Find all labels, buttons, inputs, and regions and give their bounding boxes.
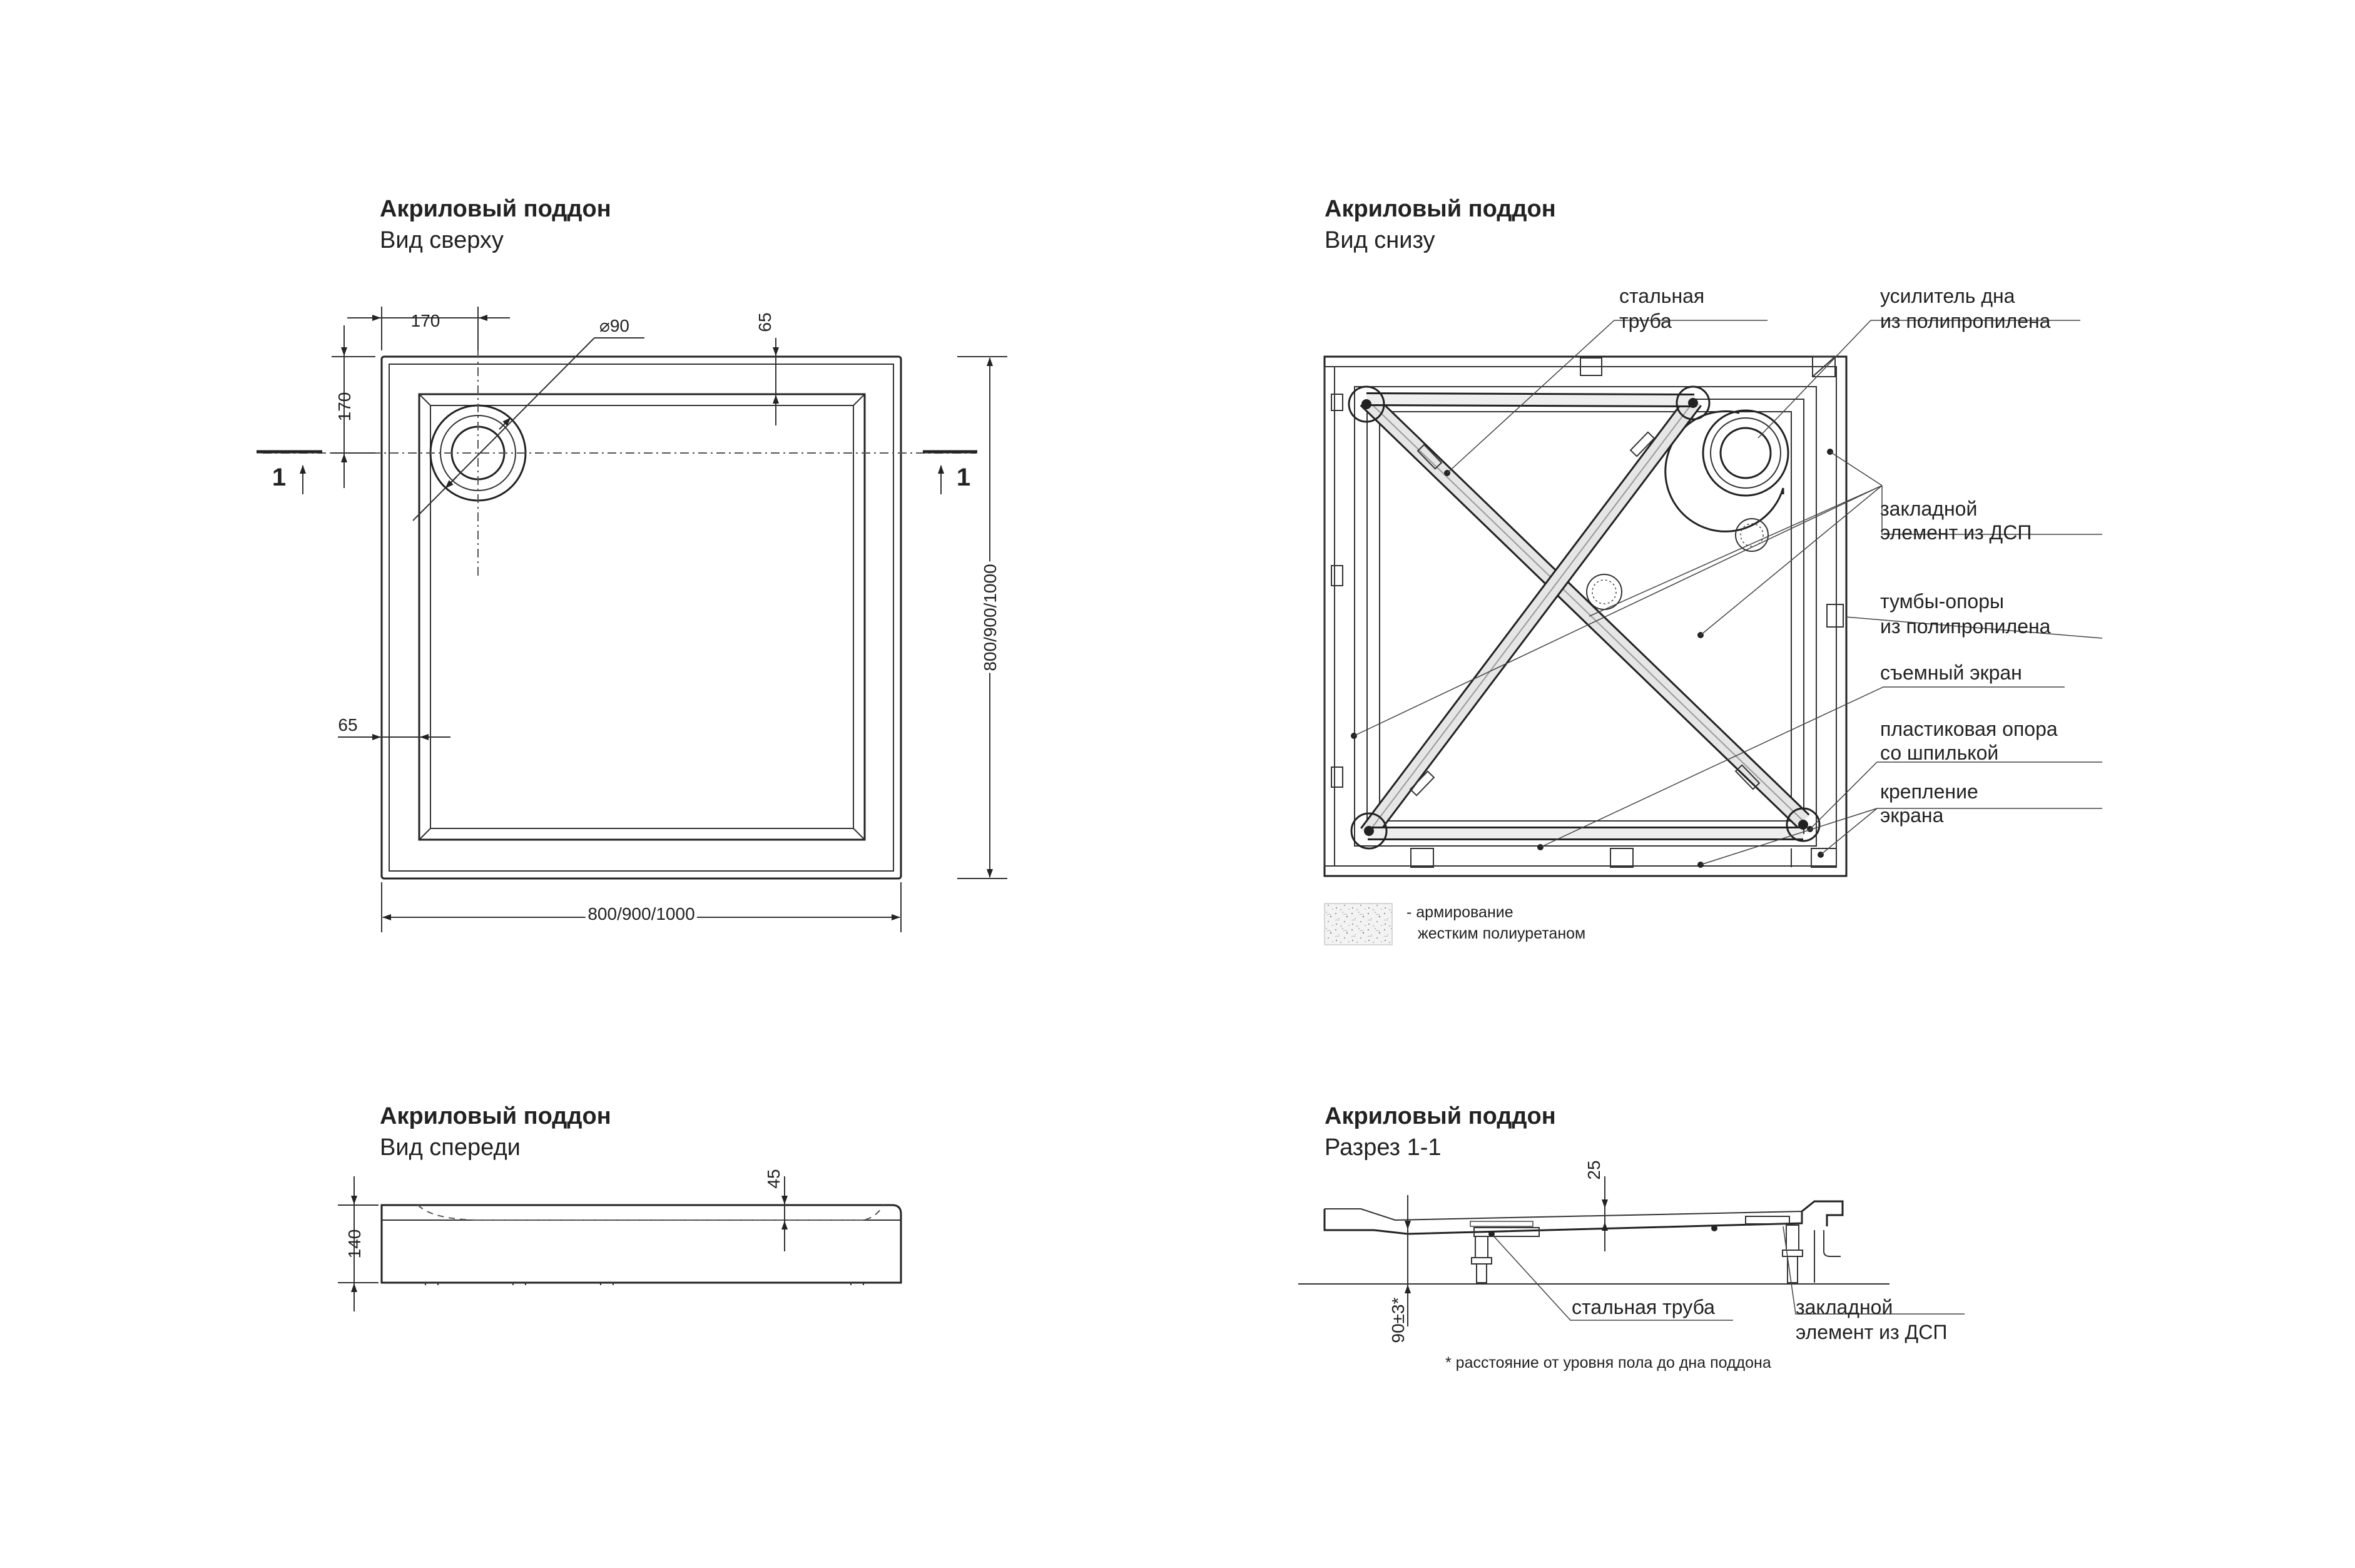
label-plastic-support-2: со шпилькой [1880,741,1998,764]
label-steel-pipe-2: труба [1619,310,1672,332]
pedestal-1 [1735,518,1769,552]
front-view-title: Акриловый поддон [380,1103,611,1129]
front-view: Акриловый поддон Вид спереди 45 140 [338,1103,902,1311]
dim-170-top: 170 [411,311,440,330]
dim-width: 800/900/1000 [587,904,694,924]
tray-basin-outer [418,393,866,841]
legend-text-1: - армирование [1406,904,1513,921]
label-plastic-support-1: пластиковая опора [1880,718,2058,740]
basin-hidden-line [417,1204,884,1221]
leader-lines [1353,320,2103,865]
top-view-title: Акриловый поддон [380,196,611,222]
leader-dots [1351,449,1833,868]
label-reinforcement-2: из полипропилена [1880,310,2051,332]
steel-pipe-section [1473,1227,1540,1237]
label-insert-section-1: закладной [1796,1296,1893,1318]
diameter-leader [412,337,595,521]
label-screen-mount-2: экрана [1880,804,1944,827]
legs-section [1471,1224,1803,1283]
dim-height: 800/900/1000 [980,564,1000,671]
plastic-supports [1348,385,1821,850]
screen-mount-left-3 [1331,766,1343,788]
tray-basin-inner [430,405,854,829]
bottom-view-subtitle: Вид снизу [1325,227,1435,253]
label-pedestal-2: из полипропилена [1880,615,2051,638]
drain-bottom [1719,427,1772,479]
screen-mount-left-1 [1331,394,1343,411]
label-insert-2: элемент из ДСП [1880,521,2032,544]
bottom-view: Акриловый поддон Вид снизу [1323,196,2103,945]
label-steel-pipe-1: стальная [1619,285,1704,307]
label-steel-pipe-section: стальная труба [1572,1296,1715,1318]
tray-front-body [380,1204,902,1284]
dim-45: 45 [764,1169,783,1188]
top-view: Акриловый поддон Вид сверху 170 170 [257,196,1007,932]
tray-outline-top [380,355,902,880]
tray-rim-top [389,364,894,872]
label-screen-mount-1: крепление [1880,780,1978,803]
footnote: * расстояние от уровня пола до дна поддо… [1445,1354,1771,1372]
dim-170-left: 170 [335,392,354,422]
front-view-subtitle: Вид спереди [380,1134,521,1161]
pipe-clamps [1409,431,1761,797]
section-view: Акриловый поддон Разрез 1-1 25 [1298,1103,1965,1372]
section-view-title: Акриловый поддон [1325,1103,1556,1129]
legend-text-2: жестким полиуретаном [1418,925,1585,942]
dim-diameter-90: ⌀90 [599,316,629,335]
dim-140: 140 [345,1229,364,1259]
label-reinforcement-1: усилитель дна [1880,285,2015,307]
section-mark-right: 1 [957,464,970,491]
screen-mount-bottom-1 [1410,848,1434,868]
section-view-subtitle: Разрез 1-1 [1325,1134,1442,1161]
legend-swatch [1324,903,1393,945]
steel-pipe-cross [1360,392,1810,840]
screen-mount-bottom-2 [1610,848,1634,868]
section-mark-left: 1 [272,464,286,491]
top-view-subtitle: Вид сверху [380,227,504,253]
label-insert-1: закладной [1880,497,1977,520]
dim-90: 90±3* [1388,1297,1408,1343]
wood-insert-section [1745,1216,1790,1224]
screen-mount-left-2 [1331,565,1343,586]
dim-65-left: 65 [338,715,357,735]
tray-section-profile [1323,1200,1844,1235]
dim-25: 25 [1584,1160,1604,1179]
label-insert-section-2: элемент из ДСП [1796,1321,1947,1343]
label-pedestal-1: тумбы-опоры [1880,590,2004,613]
label-removable-screen: съемный экран [1880,661,2022,684]
bottom-view-title: Акриловый поддон [1325,196,1556,222]
dim-65-top: 65 [755,312,775,332]
screen-mount-bottom-3 [1811,848,1837,868]
